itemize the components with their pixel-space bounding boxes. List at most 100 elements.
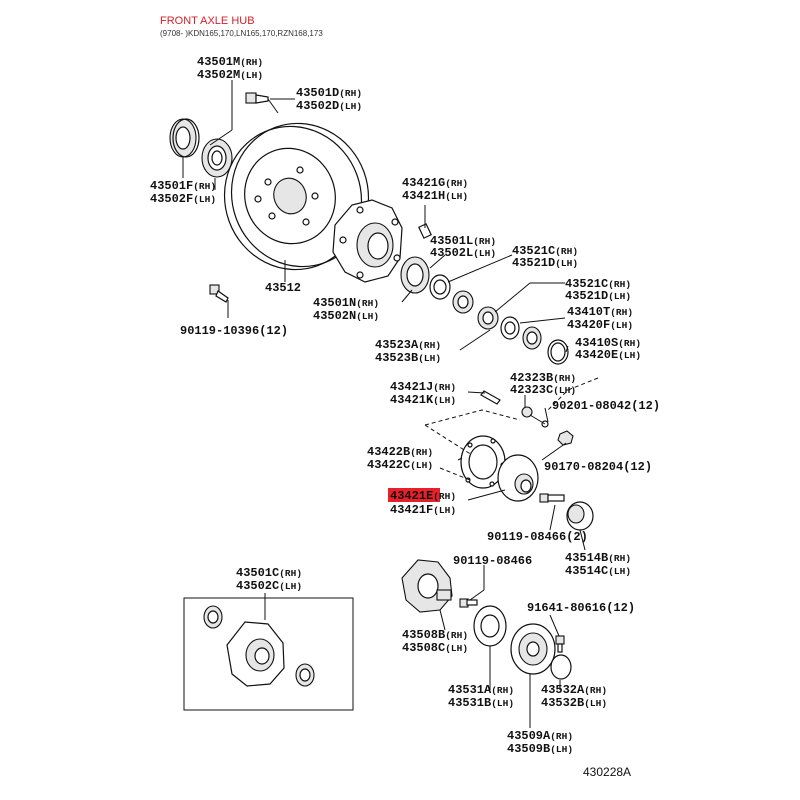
svg-text:43422C(LH): 43422C(LH): [367, 458, 433, 472]
dashed-lines: [424, 377, 599, 481]
part-number-43501N: 43501N: [313, 296, 356, 310]
part-number-43502L: 43502L: [430, 246, 473, 260]
illustration-code: 430228A: [583, 765, 632, 779]
svg-text:43502N(LH): 43502N(LH): [313, 309, 379, 323]
svg-text:43421E(RH): 43421E(RH): [390, 489, 456, 503]
highlighted-part-marker: [388, 488, 440, 502]
part-number-43531B: 43531B: [448, 696, 491, 710]
part-number-43509B: 43509B: [507, 742, 550, 756]
hub-cover-part[interactable]: [510, 623, 556, 675]
part-number-43422C: 43422C: [367, 458, 410, 472]
svg-text:43420E(LH): 43420E(LH): [575, 348, 641, 362]
part-number-43508C: 43508C: [402, 641, 445, 655]
svg-text:43501D(RH): 43501D(RH): [296, 86, 362, 100]
svg-text:43502C(LH): 43502C(LH): [236, 579, 302, 593]
free-hub-gasket-part[interactable]: [473, 605, 507, 647]
cover-cap-part[interactable]: [550, 654, 572, 680]
cover-bolt-part[interactable]: [555, 635, 565, 653]
svg-text:43523B(LH): 43523B(LH): [375, 351, 441, 365]
inner-bearing-part[interactable]: [400, 256, 430, 294]
seal-ring-part[interactable]: [522, 326, 542, 350]
hub-nut-part[interactable]: [452, 290, 474, 314]
inset-hub-assembly-part[interactable]: [203, 605, 315, 687]
svg-text:43509B(LH): 43509B(LH): [507, 742, 573, 756]
lower-bolt-part[interactable]: [209, 284, 229, 303]
part-number-43421J: 43421J: [390, 380, 433, 394]
part-number-43410S: 43410S: [575, 336, 618, 350]
svg-text:43521C(RH): 43521C(RH): [512, 244, 578, 258]
svg-text:43421J(RH): 43421J(RH): [390, 380, 456, 394]
free-wheel-hub-part[interactable]: [401, 559, 453, 613]
hub-nut-lower-part[interactable]: [477, 306, 499, 330]
flange-nut-part[interactable]: [557, 430, 574, 446]
part-number-43523B: 43523B: [375, 351, 418, 365]
part-number-43420F: 43420F: [567, 318, 610, 332]
snap-ring-part[interactable]: [547, 339, 569, 365]
svg-text:43421F(LH): 43421F(LH): [390, 503, 456, 517]
svg-text:43531A(RH): 43531A(RH): [448, 683, 514, 697]
part-number-43521D-upper: 43521D: [512, 256, 555, 270]
svg-text:43521D(LH): 43521D(LH): [512, 256, 578, 270]
part-number-90201-08042: 90201-08042(12): [552, 399, 660, 413]
svg-text:43421H(LH): 43421H(LH): [402, 189, 468, 203]
svg-text:43514B(RH): 43514B(RH): [565, 551, 631, 565]
part-number-43422B: 43422B: [367, 445, 410, 459]
part-number-43514C: 43514C: [565, 564, 608, 578]
small-nut-part[interactable]: [521, 406, 533, 418]
oil-seal-part[interactable]: [169, 118, 200, 158]
svg-text:43501L(RH): 43501L(RH): [430, 234, 496, 248]
hub-bolt-small-part[interactable]: [459, 598, 478, 608]
part-number-43502N: 43502N: [313, 309, 356, 323]
svg-text:42323C(LH): 42323C(LH): [510, 383, 576, 397]
svg-text:43421K(LH): 43421K(LH): [390, 393, 456, 407]
part-number-90119-10396: 90119-10396(12): [180, 324, 288, 338]
diagram-title: FRONT AXLE HUB: [160, 15, 255, 27]
part-number-43421G: 43421G: [402, 176, 445, 190]
axle-hub-part[interactable]: [332, 199, 403, 283]
svg-text:43532B(LH): 43532B(LH): [541, 696, 607, 710]
part-number-43502F: 43502F: [150, 192, 193, 206]
lock-washer-part[interactable]: [429, 274, 451, 300]
outer-bearing-part[interactable]: [201, 138, 233, 178]
svg-text:43502M(LH): 43502M(LH): [197, 68, 263, 82]
part-number-91641-80616: 91641-80616(12): [527, 601, 635, 615]
svg-text:43509A(RH): 43509A(RH): [507, 729, 573, 743]
hub-cap-part[interactable]: [566, 501, 594, 531]
svg-text:43410S(RH): 43410S(RH): [575, 336, 641, 350]
svg-text:43521C(RH): 43521C(RH): [565, 277, 631, 291]
hub-stud-part[interactable]: [418, 223, 432, 239]
part-number-43501F: 43501F: [150, 179, 193, 193]
svg-text:43532A(RH): 43532A(RH): [541, 683, 607, 697]
drive-flange-part[interactable]: [497, 454, 539, 502]
part-number-43420E: 43420E: [575, 348, 618, 362]
part-number-43532A: 43532A: [541, 683, 585, 697]
svg-text:43514C(LH): 43514C(LH): [565, 564, 631, 578]
part-number-43421K: 43421K: [390, 393, 434, 407]
svg-text:43422B(RH): 43422B(RH): [367, 445, 433, 459]
spacer-ring-part[interactable]: [500, 316, 520, 340]
hub-bolt-part[interactable]: [245, 92, 279, 114]
long-stud-part[interactable]: [480, 390, 501, 405]
part-number-43512: 43512: [265, 281, 301, 295]
svg-text:43501M(RH): 43501M(RH): [197, 55, 263, 69]
flange-bolt-part[interactable]: [539, 493, 565, 503]
part-number-43421E-highlighted: 43421E: [390, 489, 433, 503]
part-number-43421F: 43421F: [390, 503, 433, 517]
part-number-43501M: 43501M: [197, 55, 240, 69]
svg-text:42323B(RH): 42323B(RH): [510, 371, 576, 385]
part-number-90170-08204: 90170-08204(12): [544, 460, 652, 474]
part-number-43502C: 43502C: [236, 579, 279, 593]
svg-text:43501N(RH): 43501N(RH): [313, 296, 379, 310]
svg-text:43420F(LH): 43420F(LH): [567, 318, 633, 332]
svg-text:43421G(RH): 43421G(RH): [402, 176, 468, 190]
svg-text:43502F(LH): 43502F(LH): [150, 192, 216, 206]
part-number-42323B: 42323B: [510, 371, 553, 385]
svg-text:43410T(RH): 43410T(RH): [567, 305, 633, 319]
part-number-43514B: 43514B: [565, 551, 608, 565]
svg-text:43523A(RH): 43523A(RH): [375, 338, 441, 352]
part-number-42323C: 42323C: [510, 383, 553, 397]
svg-text:43521D(LH): 43521D(LH): [565, 289, 631, 303]
leader-lines: [182, 80, 586, 728]
part-labels: 43501M(RH) 43502M(LH) 43501D(RH) 43502D(…: [150, 55, 660, 756]
